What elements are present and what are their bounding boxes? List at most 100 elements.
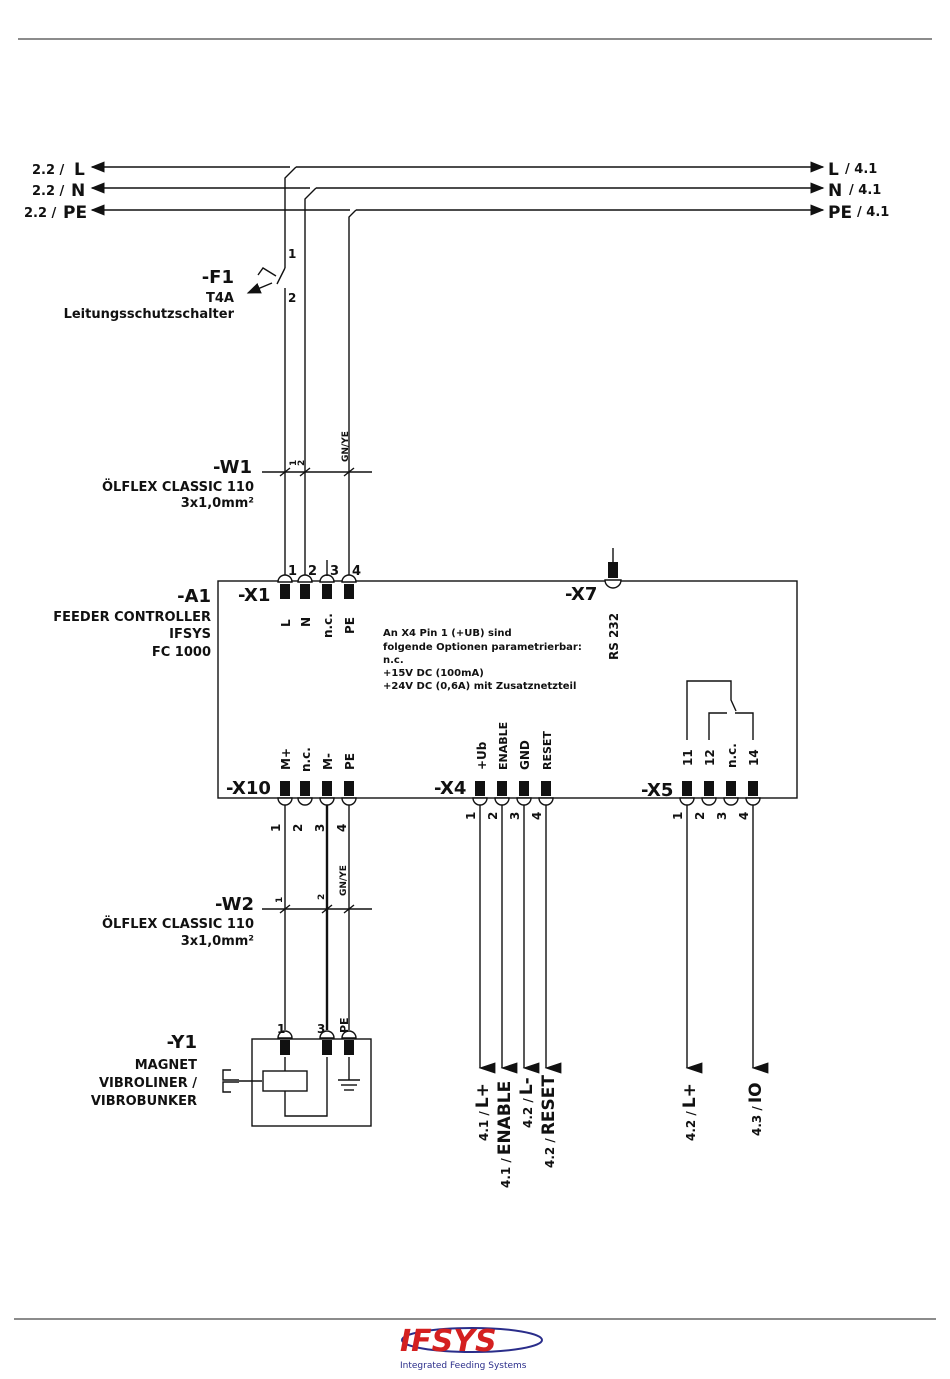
supply-L-right-ref: / 4.1 — [845, 162, 877, 177]
x1-pin-4: 4 — [352, 564, 361, 579]
a1-line2: IFSYS — [169, 627, 211, 642]
supply-PE-name: PE — [63, 203, 87, 223]
output-3: 4.2 /L- — [517, 1077, 537, 1128]
f1-pin-bottom: 2 — [288, 291, 296, 305]
x10-pin-2: 2 — [291, 824, 305, 832]
logo-brand: IFSYS — [400, 1324, 497, 1359]
x5-tag: -X5 — [641, 780, 673, 801]
f1-rating: T4A — [206, 291, 234, 306]
w1-core-1: 1 — [289, 460, 299, 466]
x10-tag: -X10 — [226, 778, 271, 799]
w1-cable: ÖLFLEX CLASSIC 110 — [102, 479, 254, 495]
output-6: 4.3 /IO — [746, 1082, 766, 1136]
y1-line3: VIBROBUNKER — [91, 1094, 197, 1109]
x1-pin-1: 1 — [288, 564, 297, 579]
x1-tag: -X1 — [238, 585, 270, 606]
w1-section: 3x1,0mm² — [181, 496, 254, 511]
cable-w1: 1 2 GN/YE -W1 ÖLFLEX CLASSIC 110 3x1,0mm… — [102, 431, 372, 511]
note-line5: +24V DC (0,6A) mit Zusatznetzteil — [383, 681, 576, 692]
x7-tag: -X7 — [565, 584, 597, 605]
w2-cable: ÖLFLEX CLASSIC 110 — [102, 916, 254, 932]
supply-L-left-ref: 2.2 / — [32, 163, 65, 178]
x10-pin-3: 3 — [313, 824, 327, 832]
x5-pin-3: 3 — [715, 812, 729, 820]
x4-pin-2: 2 — [486, 812, 500, 820]
x1-pin-2: 2 — [308, 564, 317, 579]
w2-tag: -W2 — [215, 894, 254, 915]
terminal-x10: -X10 M+ n.c. M- PE 1 2 3 4 — [226, 747, 357, 832]
x5-pin-2: 2 — [693, 812, 707, 820]
f1-pin-top: 1 — [288, 247, 296, 261]
y1-tag: -Y1 — [167, 1032, 197, 1053]
x1-label-4: PE — [343, 617, 357, 634]
output-5: 4.2 /L+ — [680, 1083, 700, 1141]
x10-label-2: n.c. — [299, 747, 313, 772]
supply-L-name: L — [74, 160, 85, 180]
w2-core-3: GN/YE — [339, 865, 349, 896]
note-line1: An X4 Pin 1 (+UB) sind — [383, 628, 512, 639]
x4-label-4: RESET — [541, 731, 554, 770]
terminal-x5: -X5 11 12 n.c. 14 1 2 3 4 — [641, 680, 761, 820]
f1-tag: -F1 — [202, 267, 234, 288]
output-labels: 4.1 /L+ 4.1 /ENABLE 4.2 /L- 4.2 /RESET 4… — [473, 1075, 766, 1188]
supply-N-left-ref: 2.2 / — [32, 184, 65, 199]
w1-core-3: GN/YE — [341, 431, 351, 462]
supply-left-labels: 2.2 / L 2.2 / N 2.2 / PE — [24, 160, 87, 223]
note-line2: folgende Optionen parametrierbar: — [383, 642, 582, 653]
y1-pin-3: 3 — [317, 1022, 325, 1036]
output-1: 4.1 /L+ — [473, 1083, 493, 1141]
y1-pin-1: 1 — [277, 1022, 285, 1036]
x4-label-2: ENABLE — [497, 722, 510, 770]
y1-line2: VIBROLINER / — [99, 1076, 197, 1091]
x4-pin-3: 3 — [508, 812, 522, 820]
supply-N-right-ref: / 4.1 — [849, 183, 881, 198]
x5-label-1: 11 — [681, 749, 695, 766]
f1-desc: Leitungsschutzschalter — [64, 307, 235, 322]
terminal-x1: -X1 1 2 3 4 L N n.c. PE — [238, 560, 361, 638]
supply-PE-left-ref: 2.2 / — [24, 206, 57, 221]
w1-tag: -W1 — [213, 457, 252, 478]
ifsys-logo: IFSYS Integrated Feeding Systems — [400, 1324, 543, 1371]
x1-label-3: n.c. — [321, 613, 335, 638]
x10-pin-1: 1 — [269, 824, 283, 832]
x4-tag: -X4 — [434, 778, 466, 799]
x4-pin-1: 1 — [464, 812, 478, 820]
logo-tagline: Integrated Feeding Systems — [400, 1361, 527, 1371]
x10-pin-4: 4 — [335, 824, 349, 832]
magnet-y1: 1 3 PE -Y1 MAGNET VIBROLINER / VIBROBUNK… — [91, 1017, 372, 1127]
x10-label-4: PE — [343, 753, 357, 770]
controller-labels: -A1 FEEDER CONTROLLER IFSYS FC 1000 — [53, 586, 211, 660]
a1-line3: FC 1000 — [152, 645, 211, 660]
note-line4: +15V DC (100mA) — [383, 668, 484, 679]
supply-bus — [90, 161, 825, 580]
x5-pin-4: 4 — [737, 812, 751, 820]
x5-label-4: 14 — [747, 749, 761, 766]
y1-line1: MAGNET — [135, 1058, 197, 1073]
supply-N-right-name: N — [828, 181, 842, 201]
supply-L-right-name: L — [828, 160, 839, 180]
x5-pin-1: 1 — [671, 812, 685, 820]
x4-pin-4: 4 — [530, 812, 544, 820]
supply-right-labels: L / 4.1 N / 4.1 PE / 4.1 — [828, 160, 889, 223]
x5-label-3: n.c. — [725, 743, 739, 768]
output-4: 4.2 /RESET — [539, 1075, 559, 1168]
lower-wiring — [284, 805, 769, 1074]
x1-pin-3: 3 — [330, 564, 339, 579]
x1-label-2: N — [299, 617, 313, 627]
supply-PE-right-ref: / 4.1 — [857, 205, 889, 220]
a1-tag: -A1 — [177, 586, 211, 607]
w2-core-1: 1 — [275, 897, 285, 903]
x4-label-3: GND — [518, 740, 532, 770]
x10-label-3: M- — [321, 753, 335, 770]
x4-note: An X4 Pin 1 (+UB) sind folgende Optionen… — [383, 628, 582, 692]
terminal-x7: -X7 RS 232 — [565, 548, 622, 660]
w2-section: 3x1,0mm² — [181, 934, 254, 949]
w1-core-2: 2 — [297, 460, 307, 466]
x10-label-1: M+ — [279, 748, 293, 770]
note-line3: n.c. — [383, 655, 404, 666]
output-2: 4.1 /ENABLE — [495, 1081, 515, 1188]
cable-w2: 1 2 GN/YE -W2 ÖLFLEX CLASSIC 110 3x1,0mm… — [102, 865, 372, 949]
breaker-f1: 1 2 -F1 T4A Leitungsschutzschalter — [64, 247, 296, 580]
x5-label-2: 12 — [703, 749, 717, 766]
